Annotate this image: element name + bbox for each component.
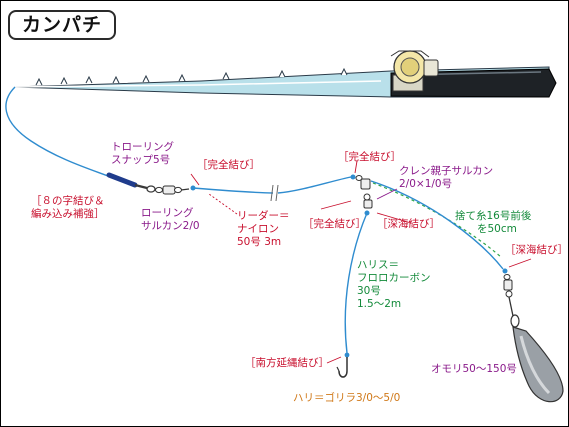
complete-knot-label-2: ［完全結び］ [303, 218, 366, 230]
diagram-title: カンパチ [21, 14, 102, 36]
figure8-knot-label: ［８の字結び＆ 編み込み補強］ [31, 195, 105, 221]
sinker-line-label-line-1: 捨て糸16号前後 [455, 210, 532, 222]
sinker-label: オモリ50～150号 [431, 363, 517, 375]
trolling-snap-label-line-1: トローリング [111, 141, 174, 153]
complete-knot-label-3: ［完全結び］ [338, 151, 401, 163]
title-box: カンパチ [8, 10, 116, 40]
sinker-swivel [503, 274, 520, 328]
trolling-snap-label: トローリング スナップ5号 [111, 141, 174, 167]
callout-lines [190, 160, 532, 364]
sinker-line-label: 捨て糸16号前後 を50cm [455, 210, 531, 236]
leader-label-line-1: リーダー＝ [237, 210, 290, 222]
nanpo-knot-label: ［南方延縄結び］ [245, 357, 329, 369]
harris-label-line-1: ハリス＝ [357, 259, 399, 271]
sinker-weight [512, 326, 564, 403]
leader-label-line-3: 50号 3m [237, 236, 282, 248]
figure8-knot-label-line-2: 編み込み補強］ [31, 208, 105, 220]
sinker-line [370, 180, 504, 270]
main-line [5, 86, 114, 179]
leader-break-mark [270, 184, 279, 202]
leader-line [192, 187, 274, 194]
crane-swivel-label-line-1: クレン親子サルカン [399, 165, 494, 177]
harris-line [344, 212, 368, 354]
rolling-swivel [155, 185, 196, 195]
fishing-rod [12, 66, 557, 98]
harris-label: ハリス＝ フロロカーボン 30号 1.5～2m [357, 259, 431, 311]
trolling-snap-label-line-2: スナップ5号 [111, 154, 171, 166]
trolling-snap [106, 172, 156, 193]
harris-label-line-4: 1.5～2m [357, 298, 402, 310]
leader-label: リーダー＝ ナイロン 50号 3m [237, 210, 290, 249]
figure8-knot-label-line-1: ［８の字結び＆ [31, 195, 105, 207]
harris-label-line-2: フロロカーボン [357, 272, 431, 284]
hook-label: ハリ＝ゴリラ3/0～5/0 [293, 392, 401, 404]
rolling-swivel-label: ローリング サルカン2/0 [141, 207, 200, 233]
rolling-swivel-label-line-1: ローリング [141, 207, 194, 219]
deep-sea-knot-label-2: ［深海結び］ [505, 244, 568, 256]
crane-swivel-label: クレン親子サルカン 2/0×1/0号 [399, 165, 493, 191]
complete-knot-label-1: ［完全結び］ [197, 159, 260, 171]
crane-swivel-label-line-2: 2/0×1/0号 [399, 178, 453, 190]
rolling-swivel-label-line-2: サルカン2/0 [141, 220, 200, 232]
harris-label-line-3: 30号 [357, 285, 381, 297]
leader-label-line-2: ナイロン [237, 223, 279, 235]
deep-sea-knot-label-1: ［深海結び］ [377, 218, 440, 230]
crane-swivel [355, 175, 373, 216]
sinker-line-label-line-2: を50cm [477, 223, 517, 235]
hook-icon [336, 357, 348, 378]
reel [390, 50, 439, 92]
